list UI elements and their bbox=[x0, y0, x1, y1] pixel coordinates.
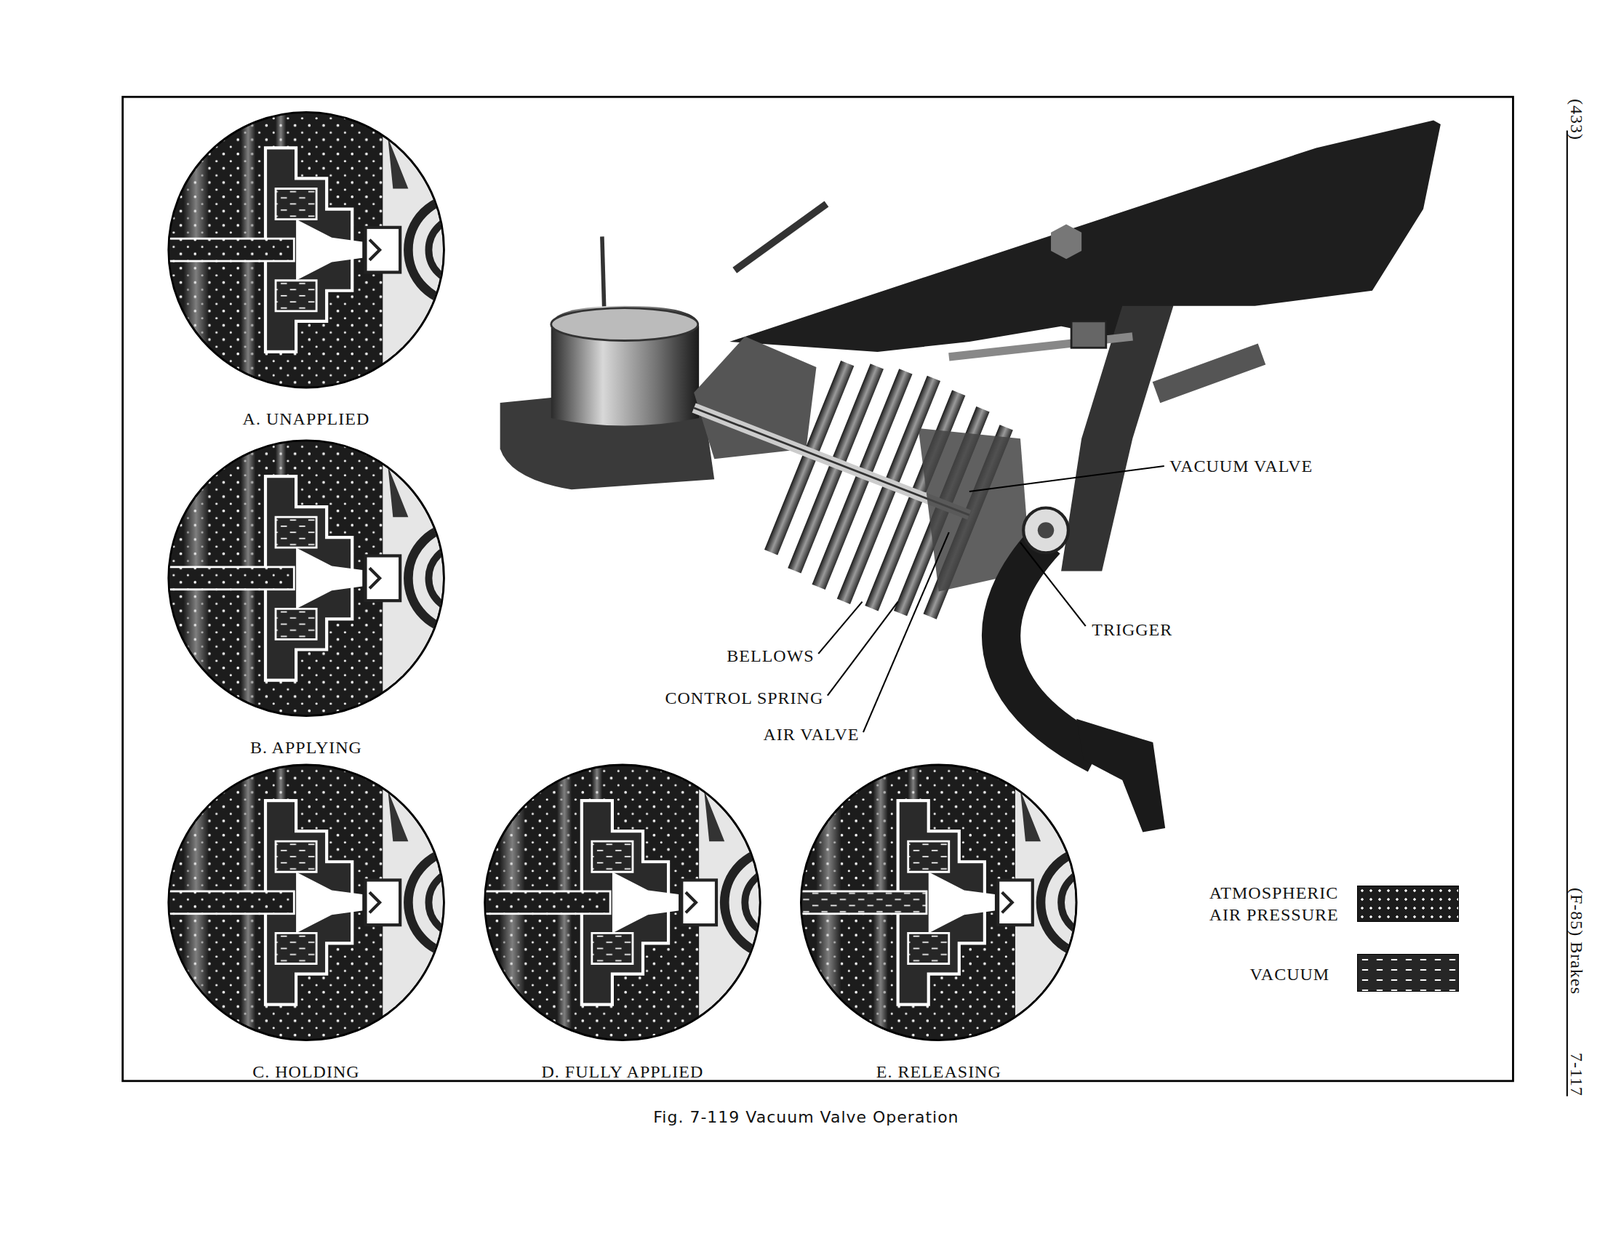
legend-swatch bbox=[1357, 885, 1459, 923]
valve-inset: C. HOLDING bbox=[168, 765, 445, 1083]
inset-caption: B. APPLYING bbox=[168, 736, 445, 759]
legend-text: VACUUM bbox=[1180, 963, 1330, 986]
part-label: VACUUM VALVE bbox=[1169, 455, 1313, 478]
legend-swatch bbox=[1357, 954, 1459, 992]
valve-inset: B. APPLYING bbox=[168, 440, 445, 759]
valve-inset: A. UNAPPLIED bbox=[168, 112, 445, 430]
page-marker: (433) bbox=[1565, 98, 1588, 141]
part-label: AIR VALVE bbox=[762, 723, 859, 746]
part-label: TRIGGER bbox=[1091, 618, 1173, 641]
inset-caption: C. HOLDING bbox=[168, 1061, 445, 1083]
page-marker: (F-85) Brakes bbox=[1565, 888, 1588, 995]
part-label: BELLOWS bbox=[726, 645, 814, 667]
inset-caption: D. FULLY APPLIED bbox=[484, 1061, 760, 1083]
page-marker: 7-117 bbox=[1565, 1053, 1588, 1097]
valve-inset: D. FULLY APPLIED bbox=[484, 765, 760, 1083]
part-label: CONTROL SPRING bbox=[664, 687, 824, 710]
legend-text: ATMOSPHERIC AIR PRESSURE bbox=[1209, 882, 1359, 926]
inset-caption: E. RELEASING bbox=[800, 1061, 1077, 1083]
inset-caption: A. UNAPPLIED bbox=[168, 408, 445, 430]
valve-inset: E. RELEASING bbox=[800, 765, 1077, 1083]
figure-caption: Fig. 7-119 Vacuum Valve Operation bbox=[653, 1108, 959, 1127]
